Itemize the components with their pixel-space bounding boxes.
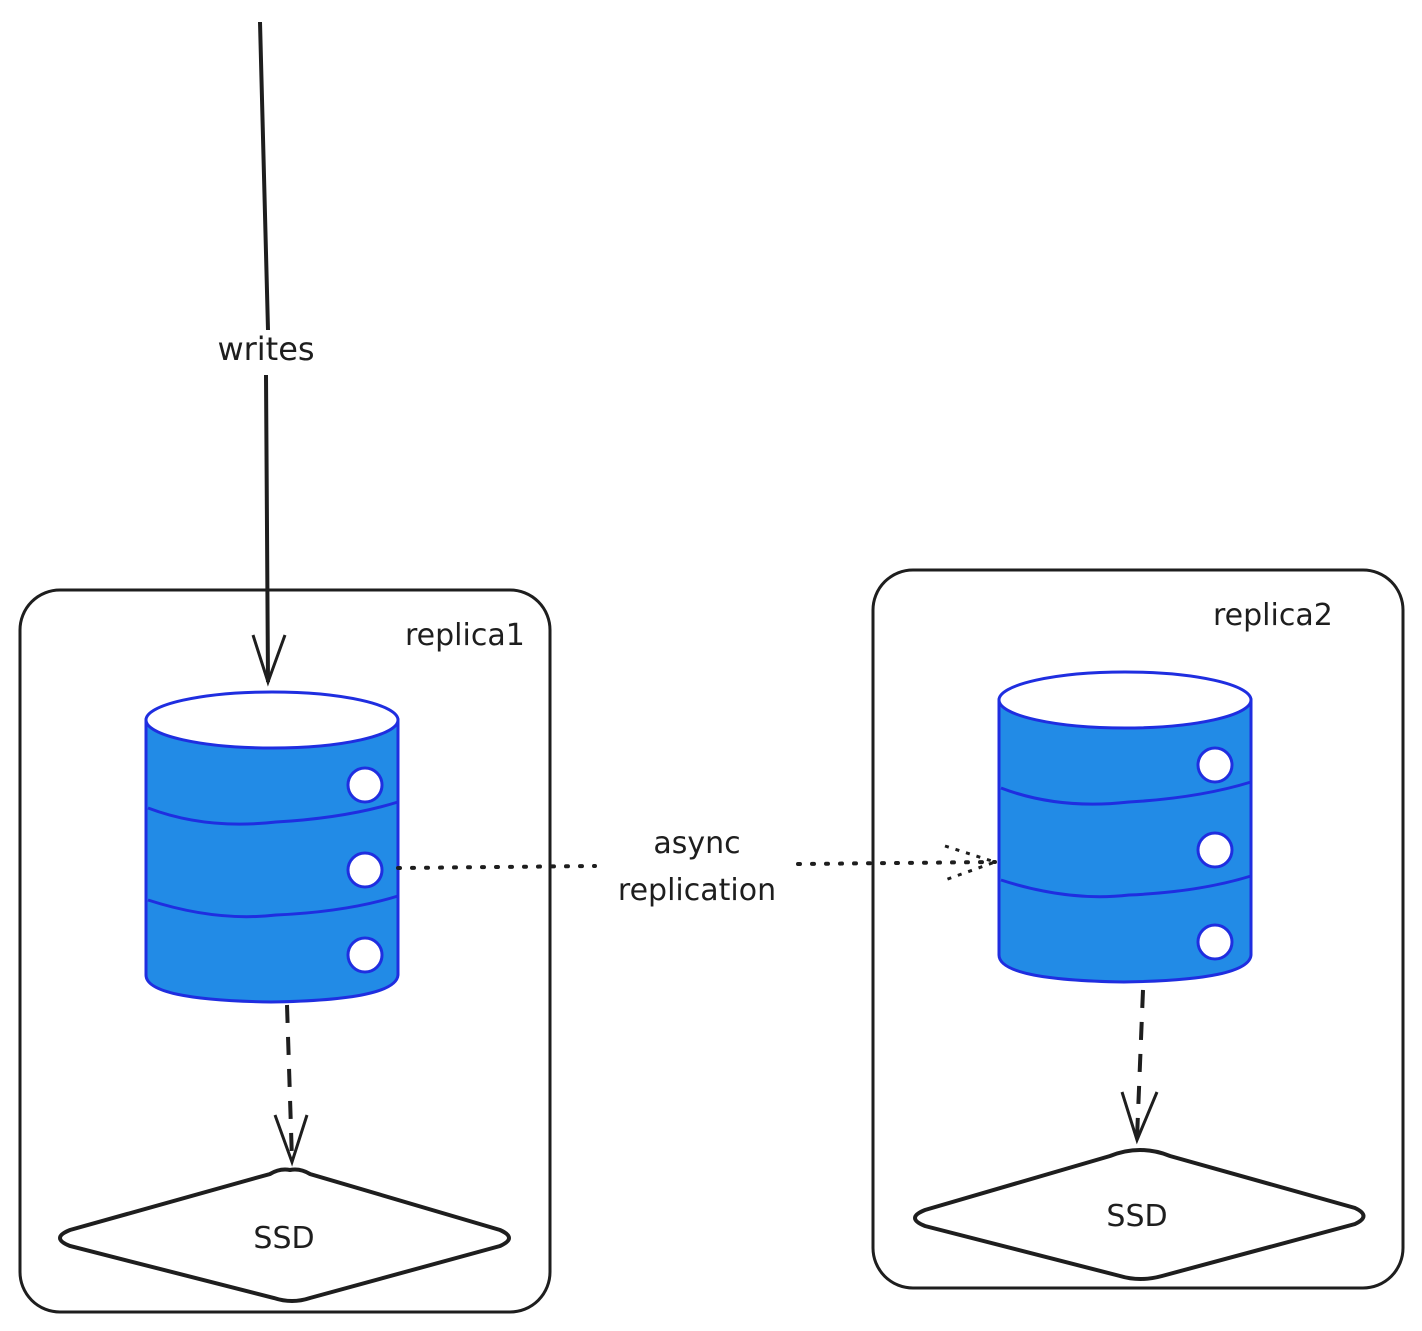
replica1-database-icon[interactable] [144,690,400,1004]
replica1-ssd[interactable]: SSD [58,1167,511,1303]
replica2-label: replica2 [1213,598,1333,633]
replication-label-line1: async [653,826,740,861]
replica1-label: replica1 [405,618,525,653]
writes-label: writes [217,330,314,368]
replica2-container[interactable]: replica2 [871,568,1405,1290]
replica2-ssd-label: SSD [1106,1199,1167,1234]
replica2-database-icon[interactable] [997,670,1253,984]
replica1-container[interactable]: replica1 [18,588,552,1314]
replica1-ssd-label: SSD [253,1221,314,1256]
replica1-persist-arrow[interactable] [273,1004,309,1167]
replica2-persist-arrow[interactable] [1120,989,1159,1145]
replication-label-line2: replication [618,873,776,908]
replica2-ssd[interactable]: SSD [913,1147,1366,1281]
writes-arrow[interactable]: writes [217,21,315,687]
replication-arrow[interactable]: async replication [396,826,1000,908]
